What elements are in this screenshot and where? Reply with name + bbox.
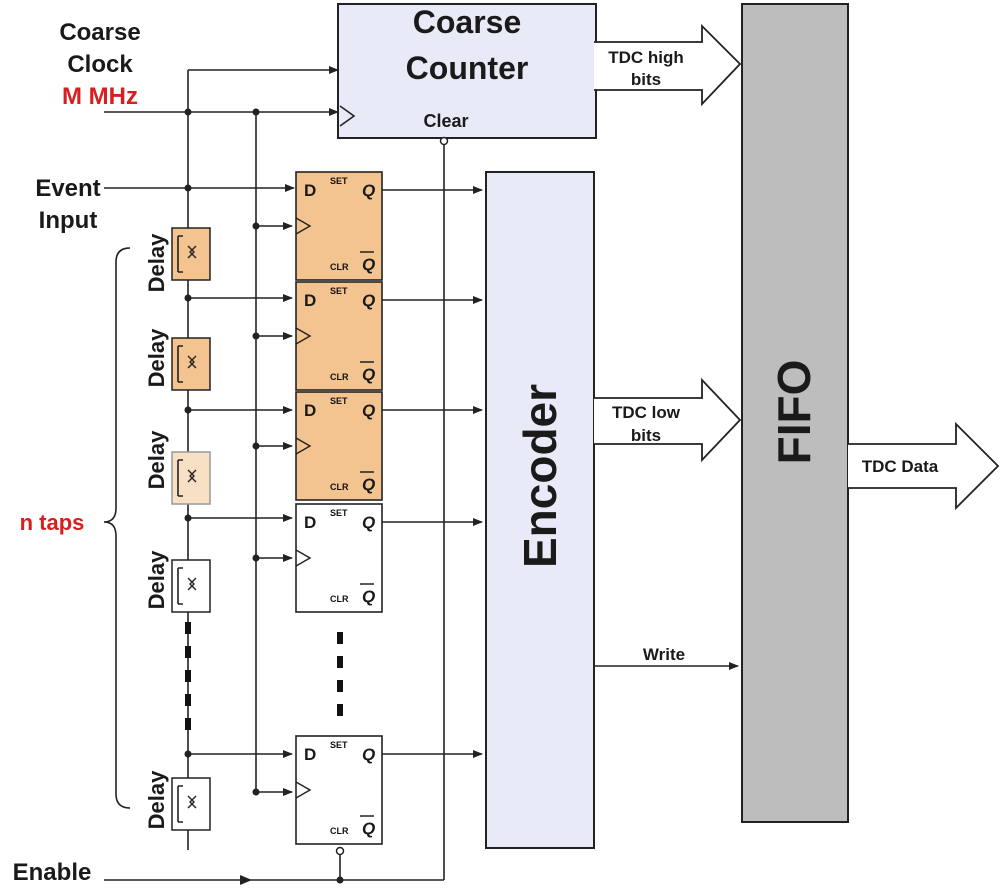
event-input-label-1: Event	[35, 175, 100, 202]
ff-set-label: SET	[330, 286, 348, 296]
ff-clr-label: CLR	[330, 594, 349, 604]
coarse-clock-label-2: Clock	[67, 51, 133, 78]
ff-d-label: D	[304, 745, 316, 764]
ff-clock-triangle	[295, 781, 312, 799]
enable-junction	[336, 876, 344, 884]
delay-label-4: Delay	[144, 550, 169, 609]
coarse-counter-clock-triangle	[339, 105, 356, 127]
write-label: Write	[643, 645, 685, 664]
flipflop-stack: D SET Q CLR Q D SET Q CLR Q D SET Q CLR Q D SET Q CLR Q D SET…	[184, 171, 483, 856]
delay-ellipsis	[185, 622, 191, 730]
ff-clock-triangle	[295, 217, 312, 235]
tdc-low-bits-label-2: bits	[631, 426, 661, 445]
flipflop-4: D SET Q CLR Q	[184, 503, 483, 613]
clear-bubble	[439, 136, 449, 146]
tap-junction	[184, 750, 192, 758]
ff-clr-label: CLR	[330, 262, 349, 272]
ff-d-label: D	[304, 181, 316, 200]
encoder-block	[485, 171, 595, 849]
delay-label-3: Delay	[144, 430, 169, 489]
ff-qbar-label: Q	[362, 819, 375, 838]
ff-clr-bubble	[335, 846, 345, 856]
ff-clr-label: CLR	[330, 372, 349, 382]
event-input-label-2: Input	[39, 207, 98, 234]
event-junction	[184, 184, 192, 192]
ff-qbar-label: Q	[362, 255, 375, 274]
ff-clock-triangle	[295, 549, 312, 567]
chain-junction	[184, 108, 192, 116]
ff-clock-triangle	[295, 437, 312, 455]
ff-q-label: Q	[362, 291, 375, 310]
coarse-clock-label-1: Coarse	[59, 19, 140, 46]
encoder-label: Encoder	[514, 384, 566, 568]
delay-element-5: Delay	[144, 770, 211, 831]
ff-qbar-label: Q	[362, 365, 375, 384]
clock-tap-junction	[252, 222, 260, 230]
ff-qbar-label: Q	[362, 475, 375, 494]
ff-set-label: SET	[330, 176, 348, 186]
tdc-data-label: TDC Data	[862, 457, 939, 476]
ff-q-label: Q	[362, 401, 375, 420]
clock-junction	[252, 108, 260, 116]
tdc-high-bits-label-2: bits	[631, 70, 661, 89]
delay-element-2: Delay	[144, 328, 211, 391]
n-taps-label: n taps	[20, 510, 85, 535]
ff-set-label: SET	[330, 740, 348, 750]
ff-d-label: D	[304, 401, 316, 420]
coarse-counter-clear-label: Clear	[423, 111, 468, 131]
flipflop-ellipsis	[337, 632, 343, 716]
n-taps-brace	[103, 247, 131, 809]
flipflop-3: D SET Q CLR Q	[184, 391, 483, 501]
ff-q-label: Q	[362, 745, 375, 764]
delay-label-1: Delay	[144, 233, 169, 292]
clock-tap-junction	[252, 442, 260, 450]
flipflop-5: D SET Q CLR Q	[184, 735, 483, 845]
enable-label: Enable	[13, 859, 92, 886]
clock-tap-junction	[252, 554, 260, 562]
tap-junction	[184, 294, 192, 302]
ff-set-label: SET	[330, 508, 348, 518]
ff-clr-label: CLR	[330, 826, 349, 836]
tdc-high-bits-label-1: TDC high	[608, 48, 684, 67]
ff-d-label: D	[304, 513, 316, 532]
ff-q-label: Q	[362, 181, 375, 200]
tap-junction	[184, 514, 192, 522]
clock-tap-junction	[252, 332, 260, 340]
fifo-label: FIFO	[768, 360, 820, 465]
coarse-counter-title-2: Counter	[406, 50, 529, 86]
tdc-low-bits-arrow	[594, 377, 742, 463]
delay-label-5: Delay	[144, 770, 169, 829]
ff-clr-label: CLR	[330, 482, 349, 492]
flipflop-2: D SET Q CLR Q	[184, 281, 483, 391]
clock-frequency-label: M MHz	[62, 83, 138, 110]
tdc-high-bits-arrow	[594, 23, 742, 107]
delay-element-4: Delay	[144, 550, 211, 613]
coarse-counter-block	[337, 3, 597, 139]
delay-element-1: Delay	[144, 227, 211, 292]
ff-q-label: Q	[362, 513, 375, 532]
ff-set-label: SET	[330, 396, 348, 406]
delay-element-3: Delay	[144, 430, 211, 505]
delay-label-2: Delay	[144, 328, 169, 387]
clock-tap-junction	[252, 788, 260, 796]
flipflop-1: D SET Q CLR Q	[252, 171, 483, 281]
enable-arrow	[240, 875, 252, 885]
tap-junction	[184, 406, 192, 414]
coarse-counter-title-1: Coarse	[413, 4, 522, 40]
ff-clock-triangle	[295, 327, 312, 345]
tdc-low-bits-label-1: TDC low	[612, 403, 681, 422]
ff-qbar-label: Q	[362, 587, 375, 606]
ff-d-label: D	[304, 291, 316, 310]
tdc-data-arrow	[848, 421, 1000, 511]
fifo-block	[741, 3, 849, 823]
